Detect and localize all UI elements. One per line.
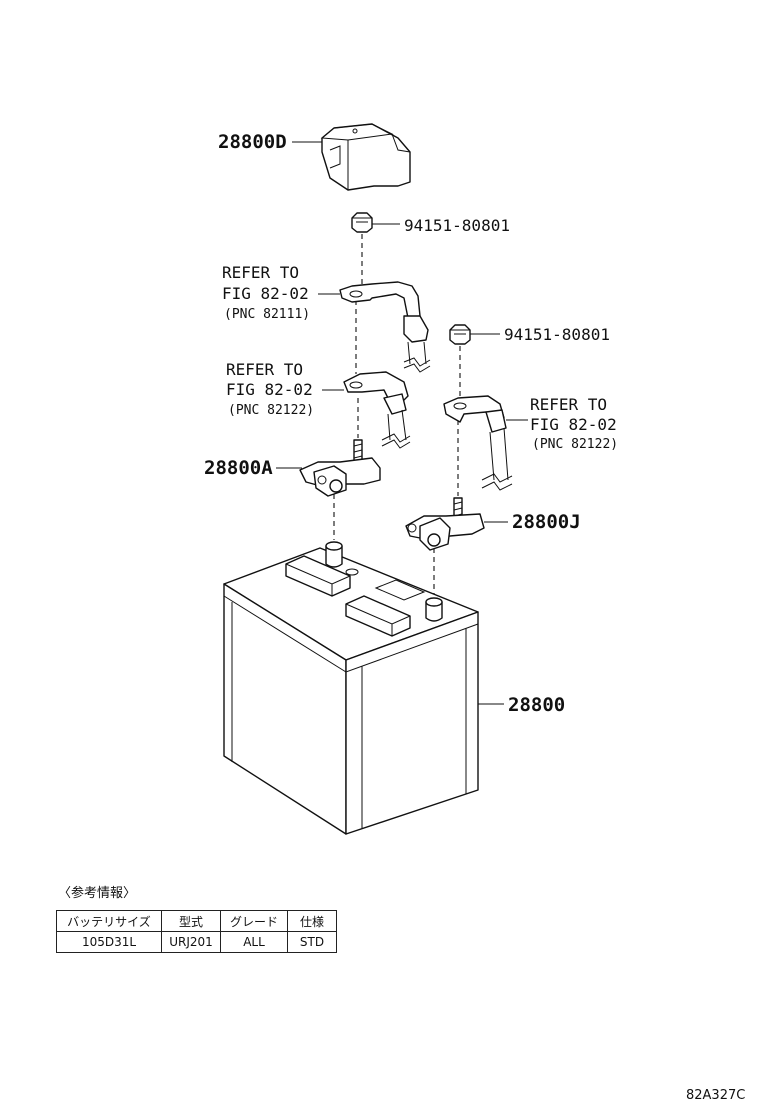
ref-1-pnc: (PNC 82111) <box>224 307 310 322</box>
table-cell: STD <box>287 931 337 953</box>
reference-info-title: 〈参考情報〉 <box>58 886 137 901</box>
ref-3-pnc: (PNC 82122) <box>532 437 618 452</box>
cable-terminal-82122-left-drawing <box>343 371 411 449</box>
ref-1-line1: REFER TO <box>222 263 299 282</box>
ref-1-line2: FIG 82-02 <box>222 284 309 303</box>
table-header-cell: 仕様 <box>287 910 337 932</box>
cable-terminal-82111-drawing <box>339 281 431 373</box>
battery-drawing <box>223 541 479 835</box>
part-label-battery: 28800 <box>508 694 565 716</box>
table-header-cell: 型式 <box>161 910 221 932</box>
cable-terminal-82122-right-drawing <box>443 395 513 491</box>
terminal-cover-drawing <box>320 123 411 191</box>
battery-info-table: バッテリサイズ 型式 グレード 仕様 105D31L URJ201 ALL ST… <box>56 910 337 953</box>
table-header-row: バッテリサイズ 型式 グレード 仕様 <box>56 910 337 932</box>
part-label-clamp-positive: 28800J <box>512 511 581 533</box>
nut-right-drawing <box>449 324 471 345</box>
ref-3-line1: REFER TO <box>530 395 607 414</box>
part-label-cover: 28800D <box>218 131 287 153</box>
clamp-negative-drawing <box>299 439 381 497</box>
table-cell: URJ201 <box>161 931 221 953</box>
clamp-positive-drawing <box>405 497 485 551</box>
table-header-cell: バッテリサイズ <box>56 910 162 932</box>
table-header-cell: グレード <box>220 910 288 932</box>
part-label-clamp-negative: 28800A <box>204 457 273 479</box>
table-row: 105D31L URJ201 ALL STD <box>56 931 337 953</box>
ref-2-pnc: (PNC 82122) <box>228 403 314 418</box>
table-cell: ALL <box>220 931 288 953</box>
table-cell: 105D31L <box>56 931 162 953</box>
nut-upper-drawing <box>351 212 373 233</box>
part-label-nut-right: 94151-80801 <box>504 325 610 344</box>
ref-2-line1: REFER TO <box>226 360 303 379</box>
diagram-code: 82A327C <box>686 1088 746 1103</box>
ref-3-line2: FIG 82-02 <box>530 415 617 434</box>
part-label-nut-upper: 94151-80801 <box>404 216 510 235</box>
ref-2-line2: FIG 82-02 <box>226 380 313 399</box>
